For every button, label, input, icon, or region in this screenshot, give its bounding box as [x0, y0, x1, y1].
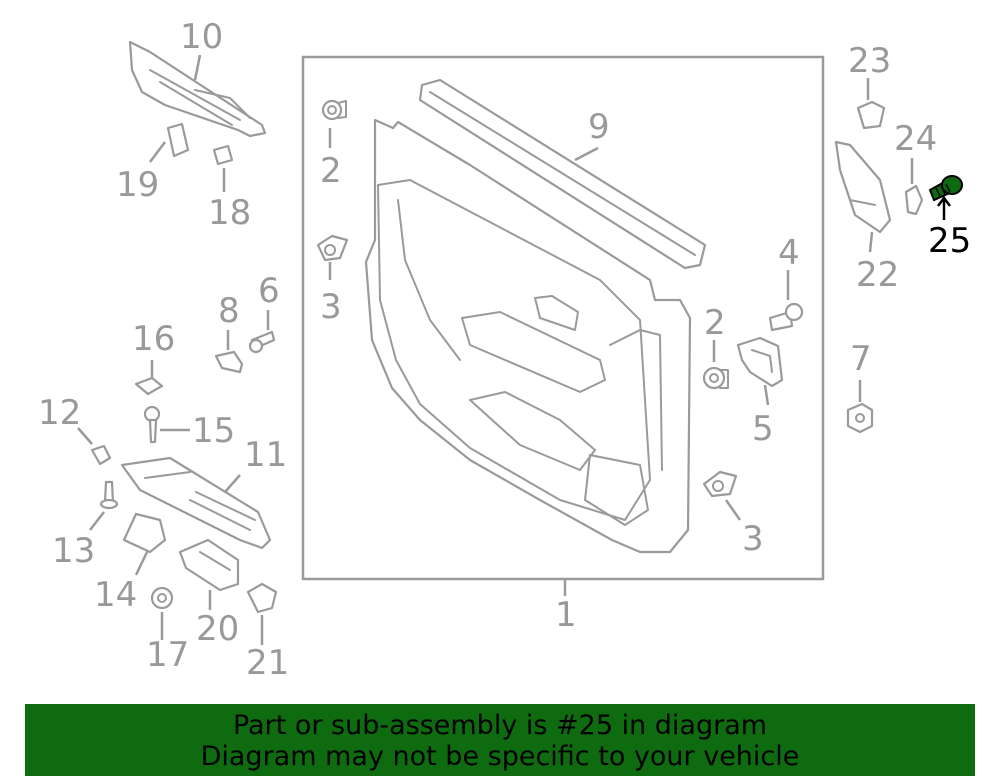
switch-bezel-11[interactable]	[120, 456, 272, 550]
label-18: 18	[208, 193, 251, 233]
label-19: 19	[116, 165, 159, 205]
label-1: 1	[555, 595, 577, 635]
banner-line-2: Diagram may not be specific to your vehi…	[200, 741, 800, 772]
label-2-right: 2	[704, 303, 726, 343]
info-banner: Part or sub-assembly is #25 in diagram D…	[25, 704, 975, 776]
label-20: 20	[196, 609, 239, 649]
leader-lines	[77, 54, 951, 645]
label-8: 8	[218, 291, 240, 331]
trim-22[interactable]	[834, 140, 892, 234]
label-5: 5	[752, 409, 774, 449]
part-18[interactable]	[212, 144, 234, 166]
screw-6[interactable]	[248, 330, 276, 354]
label-4: 4	[778, 233, 800, 273]
label-13: 13	[52, 531, 95, 571]
screw-15[interactable]	[143, 405, 161, 444]
bracket-5[interactable]	[736, 336, 784, 388]
door-trim-panel[interactable]	[364, 118, 692, 554]
label-23: 23	[848, 41, 891, 81]
label-15: 15	[192, 411, 235, 451]
clip-2-right[interactable]	[702, 366, 729, 390]
part-12[interactable]	[90, 444, 112, 466]
label-7: 7	[850, 339, 872, 379]
bolt-13[interactable]	[99, 480, 119, 510]
fastener-3-top[interactable]	[316, 234, 349, 262]
parts-diagram: 1 2 3 2 3 4 5 6 7 8 9 10 11 12 13 14 15 …	[38, 17, 971, 683]
label-24: 24	[894, 119, 937, 159]
clip-2-top[interactable]	[321, 99, 347, 121]
part-23[interactable]	[856, 100, 886, 130]
part-8[interactable]	[214, 350, 244, 374]
label-11: 11	[244, 435, 287, 475]
label-21: 21	[246, 643, 289, 683]
belt-molding[interactable]	[418, 78, 707, 270]
grommet-17[interactable]	[150, 586, 174, 610]
label-10: 10	[180, 17, 223, 57]
part-16[interactable]	[134, 376, 164, 396]
label-3-top: 3	[320, 287, 342, 327]
part-24[interactable]	[904, 184, 924, 216]
part-19[interactable]	[166, 122, 190, 158]
bracket-14[interactable]	[122, 512, 167, 554]
label-16: 16	[132, 319, 175, 359]
label-17: 17	[146, 635, 189, 675]
label-14: 14	[94, 575, 137, 615]
label-12: 12	[38, 393, 81, 433]
door-panel-frame	[301, 55, 825, 581]
label-3-bottom: 3	[742, 519, 764, 559]
label-22: 22	[856, 255, 899, 295]
label-9: 9	[588, 107, 610, 147]
label-25-highlighted: 25	[928, 221, 971, 261]
screw-25-highlighted[interactable]	[928, 175, 963, 202]
label-2-top: 2	[320, 151, 342, 191]
clip-7[interactable]	[846, 402, 874, 434]
part-21[interactable]	[246, 582, 278, 614]
label-6: 6	[258, 271, 280, 311]
fastener-3-bottom[interactable]	[702, 470, 738, 498]
banner-line-1: Part or sub-assembly is #25 in diagram	[232, 710, 768, 741]
switch-20[interactable]	[178, 538, 240, 592]
screw-4[interactable]	[768, 302, 804, 332]
switch-bezel-10[interactable]	[128, 40, 267, 138]
